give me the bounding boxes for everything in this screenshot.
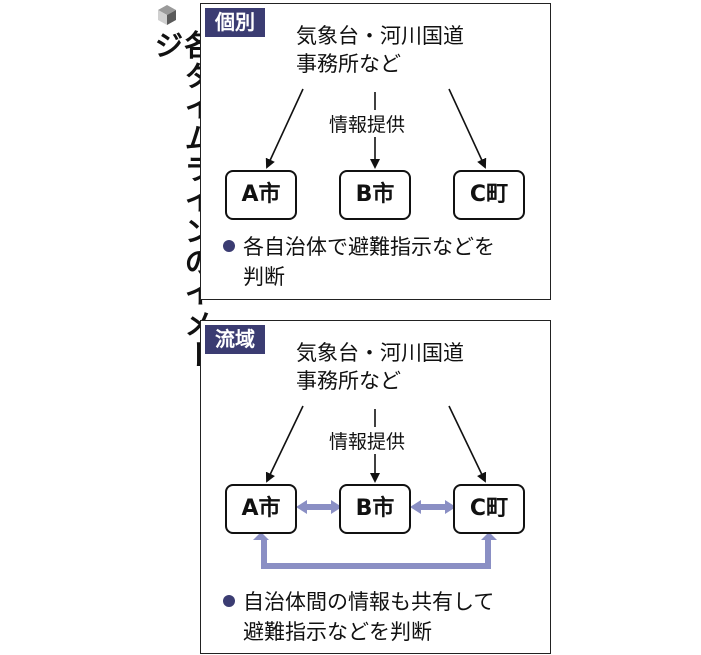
city-box-c: C町 [453, 170, 525, 220]
bullet-icon [223, 595, 235, 607]
arrow-to-a [265, 405, 304, 483]
arrow-to-a [265, 88, 304, 169]
link-arrow-a-b [296, 500, 342, 514]
note-text: 各自治体で避難指示などを 判断 [223, 232, 495, 292]
link-arrow-b-c [410, 500, 456, 514]
note-text: 自治体間の情報も共有して 避難指示などを判断 [223, 587, 494, 647]
panel-individual: 個別 気象台・河川国道 事務所など 情報提供 A市 B市 C町 各自治体で避難指… [200, 3, 551, 300]
city-box-c: C町 [453, 484, 525, 534]
panel-tag: 個別 [205, 8, 265, 37]
bullet-icon [223, 240, 235, 252]
source-label: 気象台・河川国道 事務所など [296, 24, 464, 76]
info-label: 情報提供 [327, 110, 408, 137]
cube-icon [158, 5, 176, 25]
info-label: 情報提供 [327, 427, 408, 454]
panel-tag: 流域 [205, 325, 265, 354]
city-box-b: B市 [339, 484, 411, 534]
city-box-a: A市 [225, 484, 297, 534]
city-box-b: B市 [339, 170, 411, 220]
city-box-a: A市 [225, 170, 297, 220]
link-arrow-a-c [253, 532, 497, 569]
source-label: 気象台・河川国道 事務所など [296, 341, 464, 393]
arrow-to-c [448, 88, 487, 169]
title-block: 各タイムラインのイメージ [150, 4, 214, 384]
arrow-to-c [448, 405, 487, 483]
panel-basin: 流域 気象台・河川国道 事務所など 情報提供 A市 B市 C町 自治体間の情報も… [200, 320, 551, 654]
